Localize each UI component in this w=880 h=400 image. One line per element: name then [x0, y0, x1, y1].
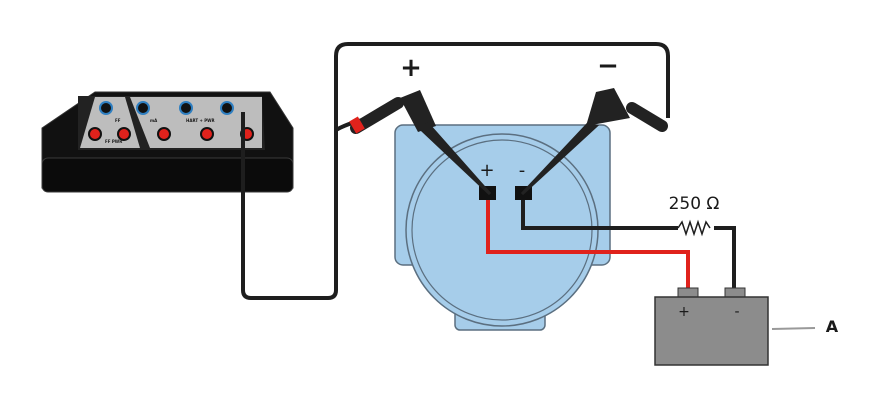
- port-label-ff-pwr: FF PWR: [105, 139, 122, 144]
- probe-negative: [520, 88, 668, 196]
- positive-wire: [486, 196, 690, 292]
- port-label-ma: mA: [150, 118, 158, 123]
- ports: [88, 101, 254, 141]
- terminal-positive-label: +: [479, 160, 494, 181]
- resistor-symbol: [677, 219, 711, 237]
- power-supply: [654, 287, 769, 366]
- probe-positive-label: +: [400, 53, 422, 83]
- callout-label-a: A: [826, 317, 839, 336]
- callout-line: [771, 327, 816, 330]
- lead-wire-black: [241, 42, 670, 300]
- terminal-negative-label: -: [519, 160, 526, 181]
- supply-positive-label: +: [678, 304, 690, 320]
- resistor-label: 250 Ω: [669, 194, 720, 214]
- probe-positive: [349, 90, 492, 196]
- port-label-hart-pwr: HART + PWR: [186, 118, 215, 123]
- field-communicator: FF FF PWR mA HART + PWR: [41, 91, 294, 193]
- probe-negative-label: −: [597, 51, 619, 81]
- supply-negative-label: -: [734, 304, 739, 320]
- port-label-ff: FF: [115, 118, 121, 123]
- negative-wire: [521, 196, 736, 292]
